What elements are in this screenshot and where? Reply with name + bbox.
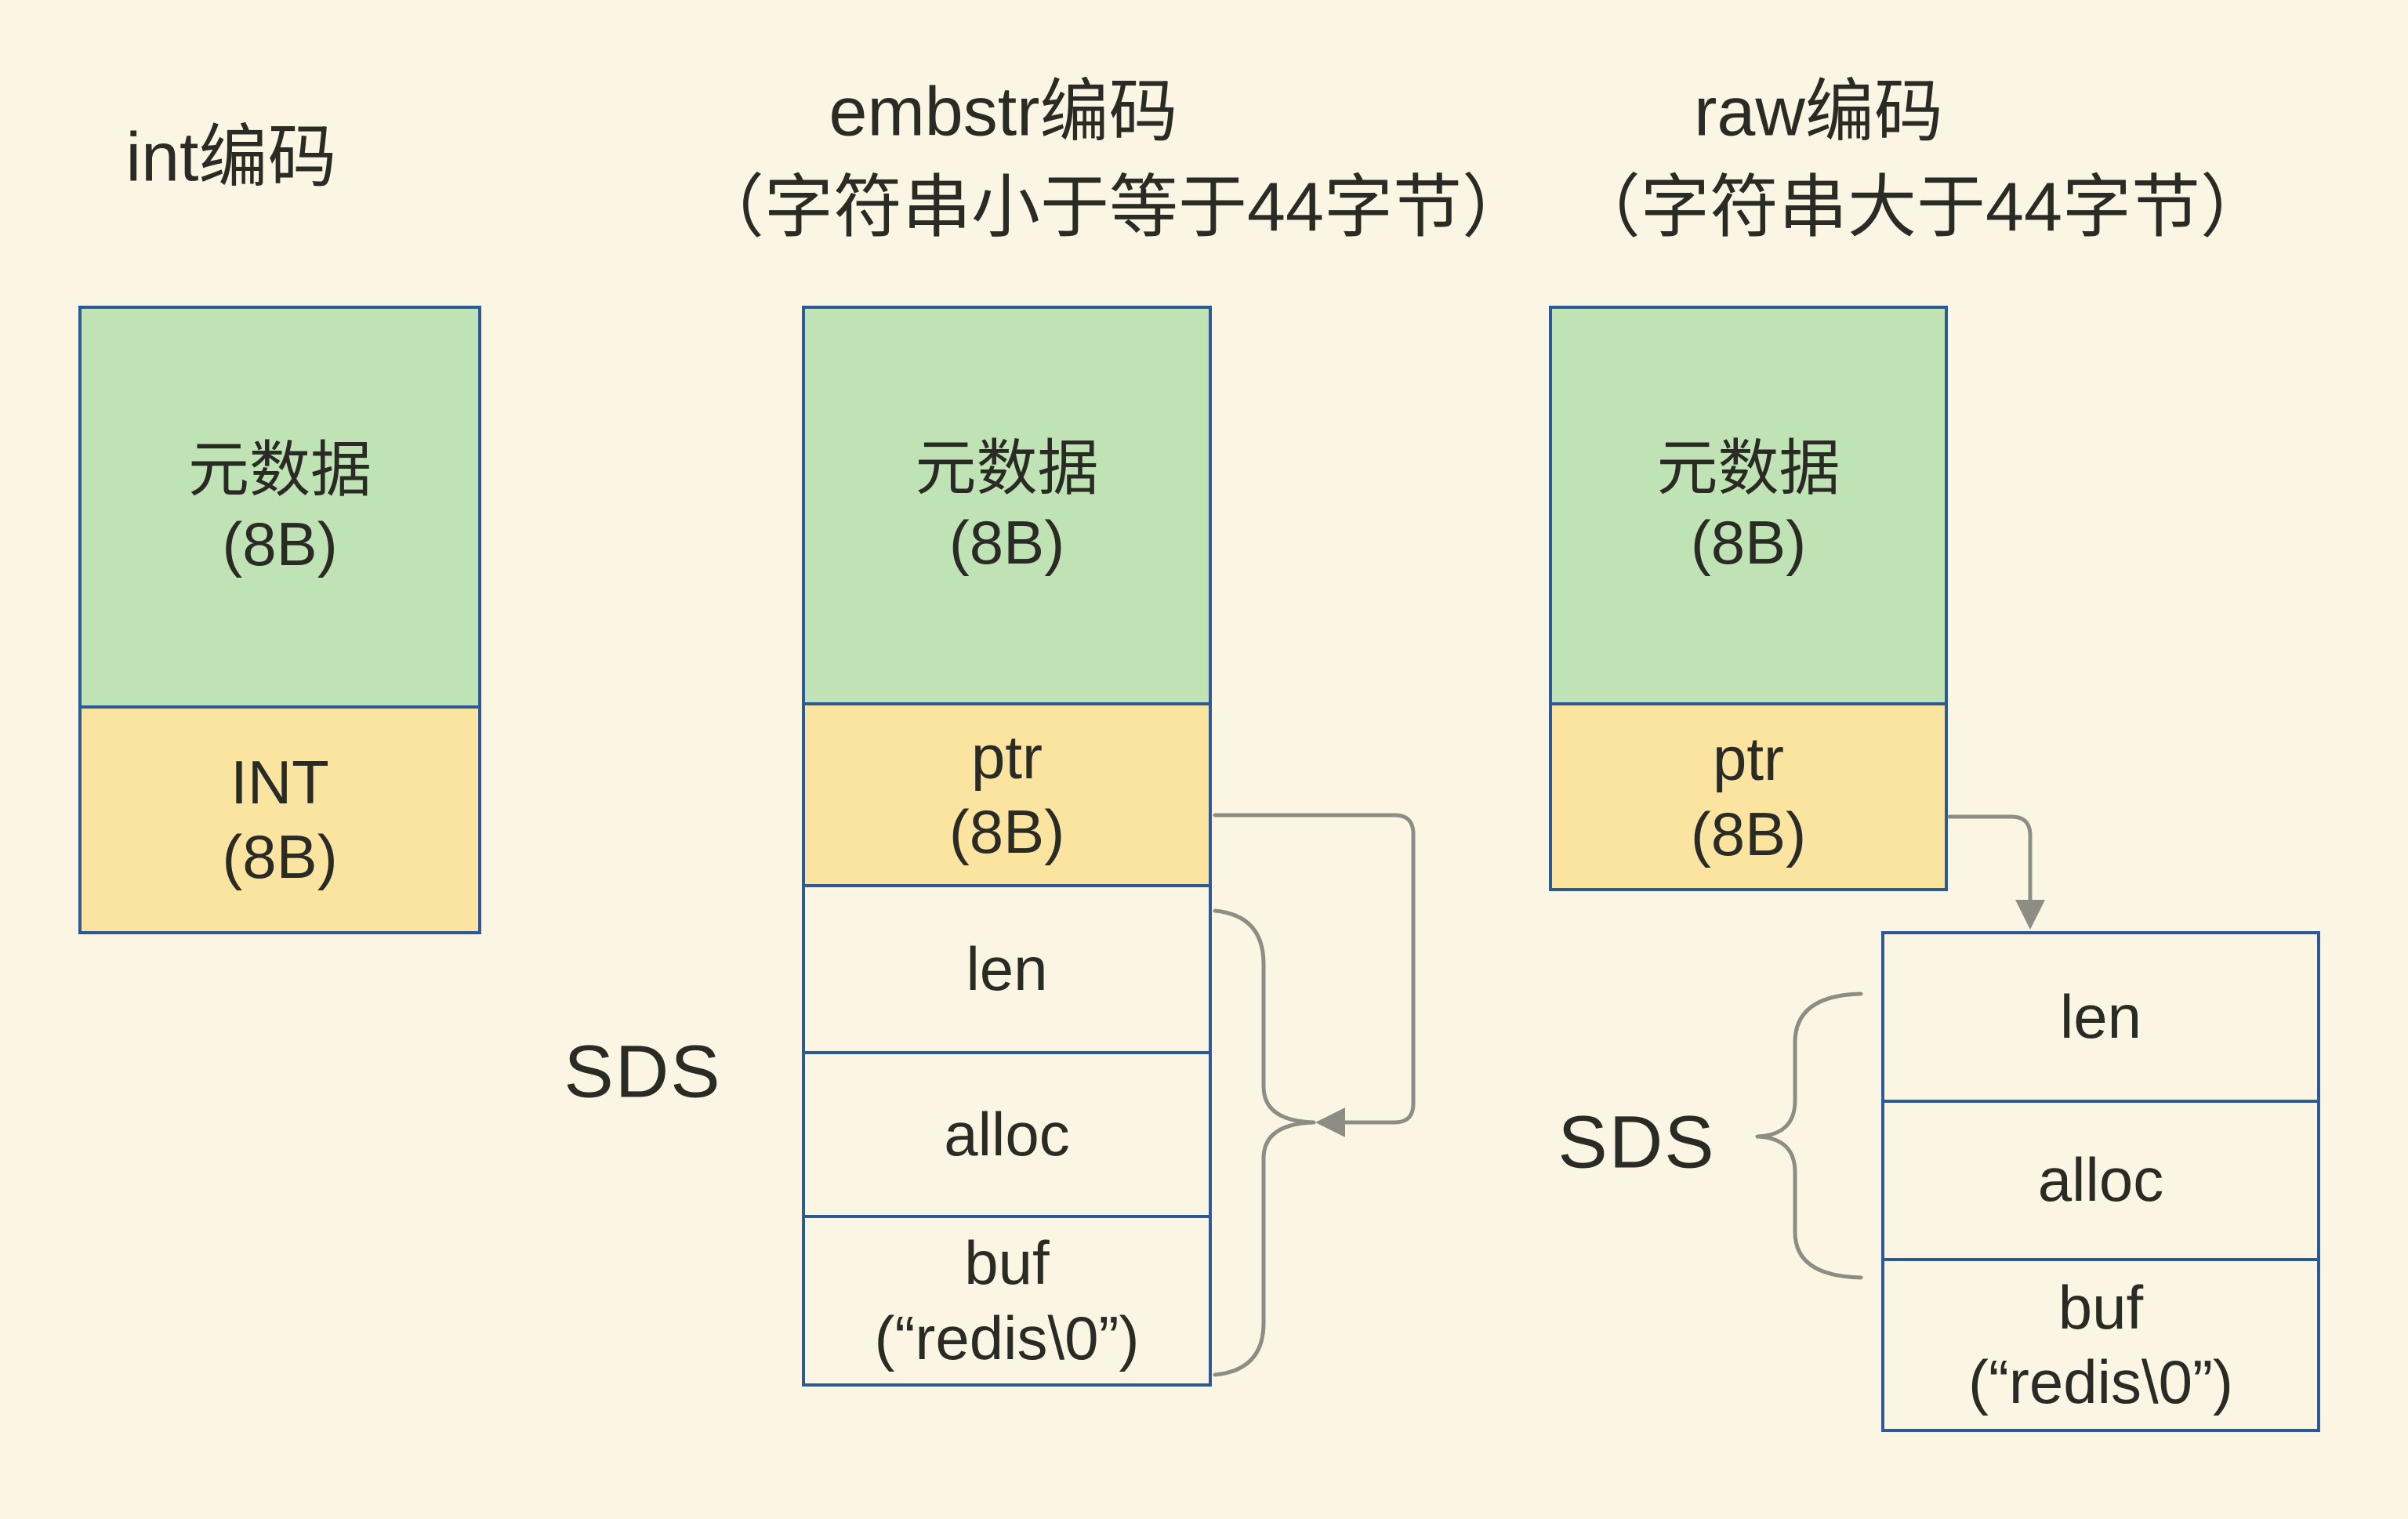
embstr-buf-value: (“redis\0”) <box>874 1303 1140 1372</box>
raw-sds-brace-icon <box>1755 992 1863 1280</box>
raw-ptr-arrow-line <box>1947 814 2033 902</box>
int-value-box: INT (8B) <box>78 705 481 934</box>
embstr-buf-box: buf (“redis\0”) <box>802 1215 1212 1387</box>
int-value-label: INT <box>230 747 329 817</box>
title-int-encoding: int编码 <box>125 118 337 196</box>
raw-sds-label: SDS <box>1558 1100 1716 1184</box>
embstr-metadata-box: 元数据 (8B) <box>802 306 1212 705</box>
embstr-alloc-label: alloc <box>944 1099 1070 1169</box>
int-metadata-label: 元数据 <box>187 434 372 504</box>
embstr-buf-label: buf <box>964 1228 1050 1298</box>
int-value-size: (8B) <box>222 822 338 891</box>
raw-ptr-label: ptr <box>1712 724 1785 794</box>
raw-len-label: len <box>2059 981 2142 1051</box>
raw-metadata-label: 元数据 <box>1656 433 1840 502</box>
title-raw-encoding: raw编码 <box>1694 72 1943 150</box>
title-embstr-encoding: embstr编码 <box>829 72 1178 150</box>
embstr-metadata-size: (8B) <box>948 508 1065 577</box>
title-raw-encoding-subtitle: （字符串大于44字节） <box>1572 168 2269 246</box>
embstr-metadata-label: 元数据 <box>915 433 1099 502</box>
raw-buf-box: buf (“redis\0”) <box>1881 1258 2320 1432</box>
raw-buf-label: buf <box>2058 1272 2144 1342</box>
embstr-ptr-label: ptr <box>970 722 1043 792</box>
embstr-len-label: len <box>966 934 1048 1003</box>
embstr-ptr-arrow-line <box>1213 813 1416 1125</box>
embstr-ptr-arrowhead-icon <box>1315 1108 1345 1137</box>
raw-alloc-box: alloc <box>1881 1100 2320 1261</box>
embstr-sds-brace-icon <box>1213 908 1316 1377</box>
embstr-len-box: len <box>802 884 1212 1054</box>
embstr-ptr-size: (8B) <box>948 797 1065 866</box>
raw-buf-value: (“redis\0”) <box>1967 1347 2233 1416</box>
embstr-sds-label: SDS <box>564 1030 722 1114</box>
title-embstr-encoding-subtitle: （字符串小于等于44字节） <box>695 168 1531 246</box>
raw-alloc-label: alloc <box>2037 1145 2164 1215</box>
raw-ptr-size: (8B) <box>1690 799 1807 868</box>
raw-ptr-arrowhead-icon <box>2015 900 2045 930</box>
int-metadata-size: (8B) <box>222 509 338 578</box>
embstr-ptr-box: ptr (8B) <box>802 702 1212 887</box>
embstr-alloc-box: alloc <box>802 1051 1212 1218</box>
int-metadata-box: 元数据 (8B) <box>78 306 481 709</box>
raw-ptr-box: ptr (8B) <box>1549 702 1948 891</box>
raw-metadata-box: 元数据 (8B) <box>1549 306 1948 705</box>
raw-len-box: len <box>1881 931 2320 1103</box>
raw-metadata-size: (8B) <box>1690 508 1807 577</box>
